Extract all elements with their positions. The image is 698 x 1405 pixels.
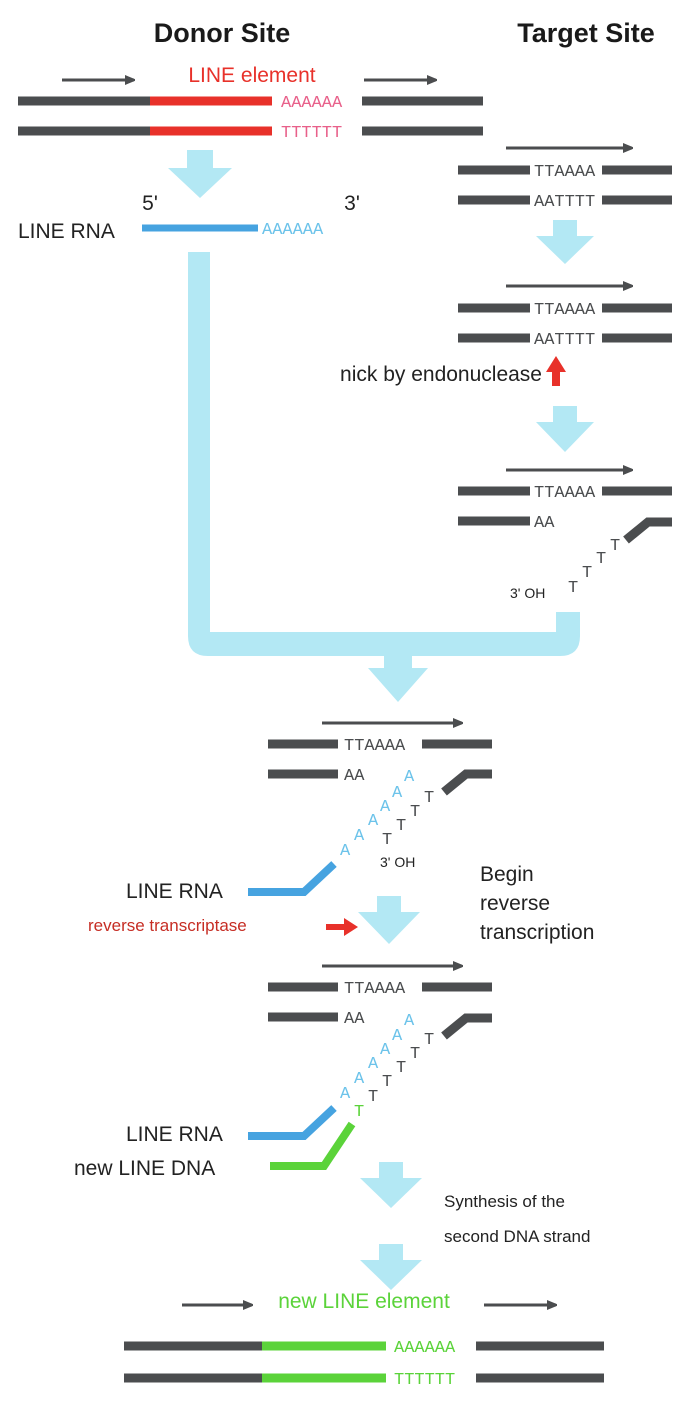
target3-t4: T xyxy=(610,537,620,556)
rt-step-line1: Begin xyxy=(480,863,534,886)
rt-t4: T xyxy=(424,789,434,808)
rt-a2: A xyxy=(354,827,365,846)
line-rna-group: 5' 3' LINE RNA AAAAAA xyxy=(18,192,360,243)
donor-site-header: Donor Site xyxy=(154,18,291,48)
new-line-element-label: new LINE element xyxy=(278,1290,450,1313)
syn-bottom-right-bent xyxy=(441,1013,492,1040)
syn-a3: A xyxy=(368,1055,379,1074)
line-rna-poly-a: AAAAAA xyxy=(262,221,324,240)
synthesis-flow-arrow-2 xyxy=(360,1244,422,1290)
rt-a4: A xyxy=(380,798,391,817)
line-element-label: LINE element xyxy=(188,64,315,87)
rt-t2: T xyxy=(396,817,406,836)
syn-t2: T xyxy=(382,1073,392,1092)
donor-bottom-poly-t: TTTTTT xyxy=(281,124,342,143)
rt-a6: A xyxy=(404,768,415,787)
donor-top-poly-a: AAAAAA xyxy=(281,94,343,113)
rt-enzyme-label: reverse transcriptase xyxy=(88,916,247,935)
target3-t2: T xyxy=(582,564,592,583)
syn-t4: T xyxy=(410,1045,420,1064)
syn-new-dna-label: new LINE DNA xyxy=(74,1157,215,1180)
syn-a1: A xyxy=(340,1085,351,1104)
target-stage-nick: TTAAAA AATTTT nick by endonuclease xyxy=(340,286,672,386)
target1-top-seq: TTAAAA xyxy=(534,163,596,182)
nick-arrow-icon xyxy=(546,356,566,386)
target3-t1: T xyxy=(568,579,578,598)
syn-a2: A xyxy=(354,1070,365,1089)
target2-bottom-seq: AATTTT xyxy=(534,331,595,350)
rt-a1: A xyxy=(340,842,351,861)
rt-bottom-right-bent xyxy=(441,769,492,796)
rt-oh-label: 3' OH xyxy=(380,854,415,870)
syn-t3: T xyxy=(396,1059,406,1078)
rt-rna-strand xyxy=(248,861,337,896)
rt-enzyme-arrow-icon xyxy=(326,918,358,936)
syn-t1: T xyxy=(368,1088,378,1107)
syn-new-dna-strand xyxy=(270,1121,356,1170)
syn-new-t: T xyxy=(354,1103,364,1122)
syn-step-line2: second DNA strand xyxy=(444,1227,590,1246)
target-stage-intact: TTAAAA AATTTT xyxy=(458,148,672,212)
donor-dna: LINE element AAAAAA TTTTTT xyxy=(18,64,483,143)
target3-top-seq: TTAAAA xyxy=(534,484,596,503)
nick-label: nick by endonuclease xyxy=(340,363,542,386)
syn-a6: A xyxy=(404,1012,415,1031)
rt-t1: T xyxy=(382,831,392,850)
result-stage: new LINE element AAAAAA TTTTTT xyxy=(124,1290,604,1390)
synthesis-flow-arrow-1 xyxy=(360,1162,422,1208)
rt-step-line2: reverse xyxy=(480,892,550,915)
target1-bottom-seq: AATTTT xyxy=(534,193,595,212)
syn-rna-strand xyxy=(248,1105,337,1140)
rna-three-prime-label: 3' xyxy=(344,192,360,215)
target-flow-arrow-2 xyxy=(536,406,594,452)
syn-rna-label: LINE RNA xyxy=(126,1123,223,1146)
target-stage-open: TTAAAA AA T T T T 3' OH xyxy=(458,470,672,601)
syn-top-seq: TTAAAA xyxy=(344,980,406,999)
rna-five-prime-label: 5' xyxy=(142,192,158,215)
rt-step-line3: transcription xyxy=(480,921,594,944)
target-flow-arrow-1 xyxy=(536,220,594,264)
rt-stage: TTAAAA AA T T T T 3' OH A A A A A A LINE… xyxy=(88,723,594,944)
rt-bottom-seq: AA xyxy=(344,767,365,786)
transcription-flow-arrow xyxy=(168,150,232,198)
target3-bottom-seq: AA xyxy=(534,514,555,533)
syn-bottom-seq: AA xyxy=(344,1010,365,1029)
target3-bottom-right-bent xyxy=(623,517,672,544)
syn-a4: A xyxy=(380,1041,391,1060)
target3-t3: T xyxy=(596,550,606,569)
syn-t5: T xyxy=(424,1031,434,1050)
rt-flow-arrow xyxy=(358,896,420,944)
line-rna-label: LINE RNA xyxy=(18,220,115,243)
target2-top-seq: TTAAAA xyxy=(534,301,596,320)
syn-a5: A xyxy=(392,1027,403,1046)
rt-top-seq: TTAAAA xyxy=(344,737,406,756)
target-site-header: Target Site xyxy=(517,18,655,48)
target3-oh-label: 3' OH xyxy=(510,585,545,601)
rt-a5: A xyxy=(392,784,403,803)
result-bottom-poly-t: TTTTTT xyxy=(394,1371,455,1390)
syn-step-line1: Synthesis of the xyxy=(444,1192,565,1211)
rt-rna-label: LINE RNA xyxy=(126,880,223,903)
synthesis-stage: TTAAAA AA T T T T T T A A A A A A LINE R… xyxy=(74,966,590,1246)
rt-t3: T xyxy=(410,803,420,822)
merge-flow-arrow xyxy=(188,252,580,702)
rt-a3: A xyxy=(368,812,379,831)
result-top-poly-a: AAAAAA xyxy=(394,1339,456,1358)
